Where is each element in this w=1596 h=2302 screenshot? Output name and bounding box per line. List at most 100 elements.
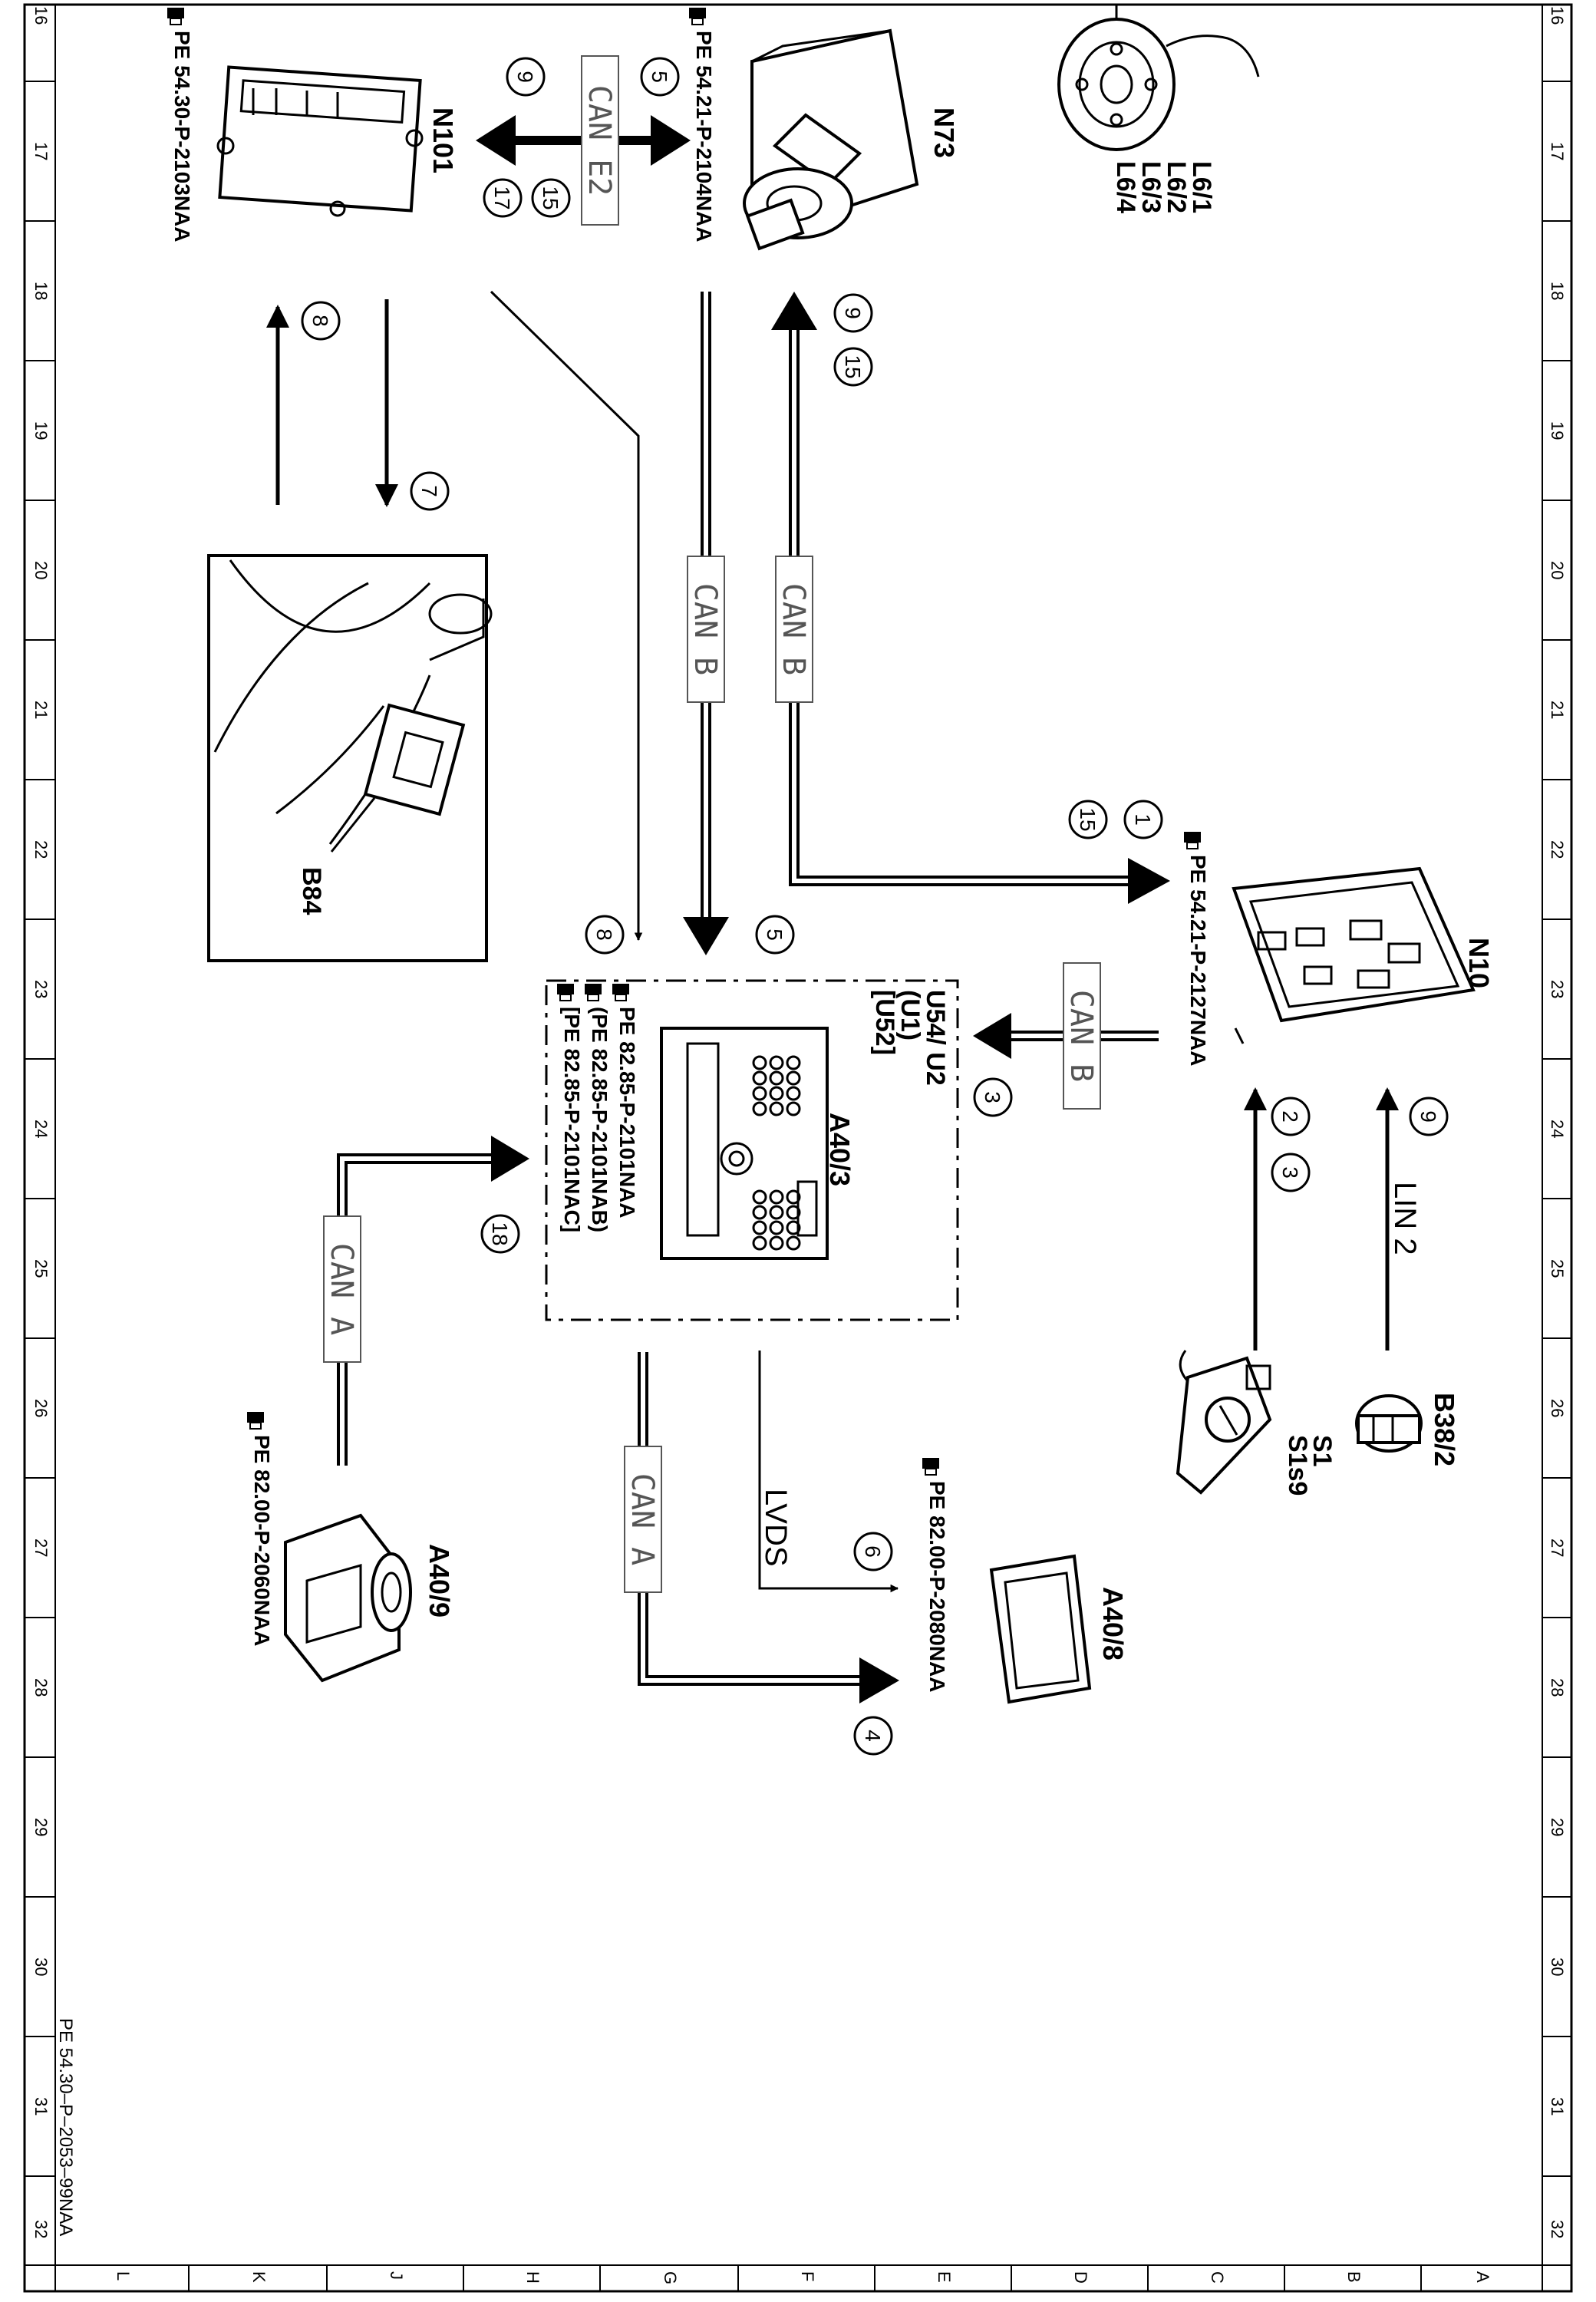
can-e2-label: CAN E2 [582, 85, 617, 196]
step-number: 2 [1278, 1110, 1302, 1123]
grid-row-label: 27 [1548, 1539, 1567, 1557]
step-marker: 9 [1409, 1097, 1449, 1136]
grid-row-label: 28 [31, 1678, 51, 1697]
hand-icon [167, 8, 184, 25]
can-a-label-2: CAN A [625, 1473, 660, 1565]
step-number: 3 [981, 1091, 1004, 1103]
lin2-label: LIN 2 [1388, 1182, 1422, 1255]
step-marker: 8 [585, 915, 625, 955]
frame [23, 3, 1573, 2293]
l6-4-label: L6/4 [1111, 161, 1140, 213]
grid-col-label: K [249, 2271, 269, 2283]
step-number: 4 [861, 1730, 885, 1742]
a40-9-ref: PE 82.00-P-2060NAA [250, 1435, 274, 1646]
step-marker: 7 [410, 471, 450, 511]
hand-icon [1184, 832, 1201, 849]
can-b-label-1: CAN B [688, 583, 723, 675]
step-marker: 15 [1068, 800, 1108, 839]
step-marker: 9 [833, 293, 873, 333]
a40-3-variant-1: U54/ U2 [921, 990, 950, 1086]
grid-row-label: 26 [31, 1399, 51, 1417]
hand-icon [922, 1458, 939, 1476]
step-number: 8 [308, 315, 332, 327]
wires [266, 115, 1399, 1703]
lvds-label: LVDS [759, 1489, 793, 1567]
step-marker: 18 [480, 1214, 520, 1254]
grid-row-label: 32 [1548, 2220, 1567, 2238]
grid-row-label: 24 [1548, 1120, 1567, 1138]
grid-col-label: J [387, 2271, 406, 2280]
a40-9-label: A40/9 [424, 1544, 455, 1618]
grid-ticks [25, 81, 1571, 2291]
a40-3-label: A40/3 [824, 1113, 856, 1186]
step-number: 9 [841, 307, 865, 319]
a40-8-display [989, 1554, 1092, 1704]
n101-control-unit [216, 65, 424, 217]
hand-icon [585, 984, 602, 1001]
step-number: 15 [1076, 807, 1100, 831]
step-number: 8 [592, 928, 616, 941]
grid-col-label: F [798, 2271, 817, 2281]
step-number: 5 [763, 928, 786, 941]
grid-col-label: D [1071, 2271, 1090, 2284]
grid-row-label: 29 [1548, 1818, 1567, 1836]
grid-row-label: 20 [31, 561, 51, 579]
step-number: 9 [1416, 1110, 1440, 1123]
grid-row-label: 25 [1548, 1259, 1567, 1278]
component-labels: N101 PE 54.30-P-2103NAA N73 PE 54.21-P-2… [55, 31, 1495, 2236]
s1-switch [1176, 1350, 1272, 1495]
step-number: 17 [490, 186, 514, 209]
a40-8-ref: PE 82.00-P-2080NAA [925, 1481, 949, 1692]
step-number: 3 [1278, 1166, 1302, 1179]
n10-sam-unit [1232, 866, 1476, 1044]
grid-col-label: G [661, 2271, 680, 2284]
grid-col-label: E [935, 2271, 954, 2283]
a40-3-variant-2: (U1) [895, 990, 925, 1041]
grid-row-label: 26 [1548, 1399, 1567, 1417]
grid-row-label: 30 [31, 1957, 51, 1976]
hand-icon [247, 1412, 264, 1430]
step-number: 18 [488, 1222, 512, 1245]
step-number: 5 [648, 71, 671, 83]
step-marker: 15 [833, 347, 873, 387]
grid-row-label: 21 [31, 701, 51, 719]
grid-row-label: 20 [1548, 561, 1567, 579]
step-marker: 3 [973, 1077, 1013, 1117]
grid-col-label: A [1473, 2271, 1492, 2283]
grid-col-label: C [1208, 2271, 1227, 2284]
grid-row-label: 16 [31, 6, 51, 25]
step-number: 7 [417, 485, 441, 497]
grid-row-label: 19 [31, 421, 51, 440]
s1s9-label: S1s9 [1283, 1435, 1312, 1496]
grid-row-label: 19 [1548, 421, 1567, 440]
n101-ref: PE 54.30-P-2103NAA [170, 31, 194, 242]
step-marker: 3 [1271, 1153, 1311, 1192]
step-marker: 8 [301, 301, 341, 341]
step-marker: 4 [853, 1716, 893, 1756]
bus-labels: CAN E2 CAN B CAN B CAN B CAN A CAN A LVD… [323, 55, 1422, 1593]
grid-row-label: 21 [1548, 701, 1567, 719]
l6-3-label: L6/3 [1136, 161, 1166, 213]
n10-ref: PE 54.21-P-2127NAA [1186, 855, 1210, 1066]
step-marker: 2 [1271, 1097, 1311, 1136]
grid-row-label: 30 [1548, 1957, 1567, 1976]
n73-label: N73 [928, 107, 960, 158]
step-marker: 17 [483, 178, 523, 218]
grid-row-label: 17 [31, 142, 51, 160]
s1-label: S1 [1307, 1435, 1337, 1467]
grid-row-label: 18 [31, 282, 51, 300]
grid-row-label: 17 [1548, 142, 1567, 160]
n10-label: N10 [1463, 938, 1495, 988]
grid-col-label: H [523, 2271, 542, 2284]
step-marker: 6 [853, 1532, 893, 1571]
step-number: 15 [841, 355, 865, 378]
a40-8-label: A40/8 [1097, 1587, 1129, 1661]
b84-label: B84 [297, 867, 326, 915]
a40-3-ref-2: (PE 82.85-P-2101NAB) [588, 1007, 612, 1232]
grid-row-label: 31 [1548, 2097, 1567, 2116]
a40-3-ref-1: PE 82.85-P-2101NAA [615, 1007, 639, 1218]
step-number: 6 [861, 1545, 885, 1558]
